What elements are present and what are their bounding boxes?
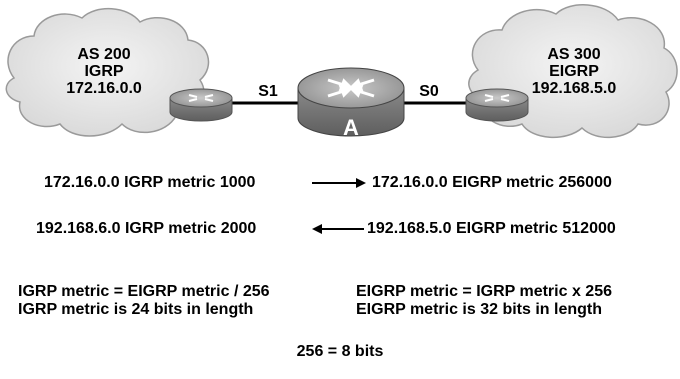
as300-cloud-label: AS 300 EIGRP 192.168.5.0 (524, 46, 624, 97)
eigrp-formula-block: EIGRP metric = IGRP metric x 256 EIGRP m… (356, 283, 612, 319)
right-router-icon (465, 88, 529, 122)
igrp-metric-2000: 192.168.6.0 IGRP metric 2000 (36, 220, 257, 237)
interface-s1-label: S1 (258, 83, 278, 100)
eigrp-metric-256000: 172.16.0.0 EIGRP metric 256000 (372, 174, 612, 191)
arrow-right-icon (312, 178, 366, 188)
interface-s0-label: S0 (419, 83, 439, 100)
eigrp-metric-512000: 192.168.5.0 EIGRP metric 512000 (367, 220, 616, 237)
arrow-left-icon (312, 224, 364, 234)
igrp-metric-1000: 172.16.0.0 IGRP metric 1000 (44, 174, 256, 191)
router-a-label: A (343, 115, 359, 140)
igrp-bit-length: IGRP metric is 24 bits in length (18, 301, 254, 318)
as200-cloud (5, 7, 210, 137)
bit-conversion-note: 256 = 8 bits (296, 343, 384, 360)
igrp-formula: IGRP metric = EIGRP metric / 256 (18, 283, 270, 300)
igrp-formula-block: IGRP metric = EIGRP metric / 256 IGRP me… (18, 283, 270, 319)
as300-number: AS 300 (547, 46, 601, 63)
eigrp-bit-length: EIGRP metric is 32 bits in length (356, 301, 602, 318)
eigrp-formula: EIGRP metric = IGRP metric x 256 (356, 283, 612, 300)
as300-network: 192.168.5.0 (531, 80, 617, 97)
left-router-icon (169, 88, 233, 122)
as200-network: 172.16.0.0 (66, 80, 142, 97)
as200-number: AS 200 (77, 46, 131, 63)
as200-cloud-label: AS 200 IGRP 172.16.0.0 (64, 46, 144, 97)
as300-protocol: EIGRP (549, 63, 599, 80)
router-a-icon: A (297, 67, 405, 140)
as200-protocol: IGRP (84, 63, 124, 80)
